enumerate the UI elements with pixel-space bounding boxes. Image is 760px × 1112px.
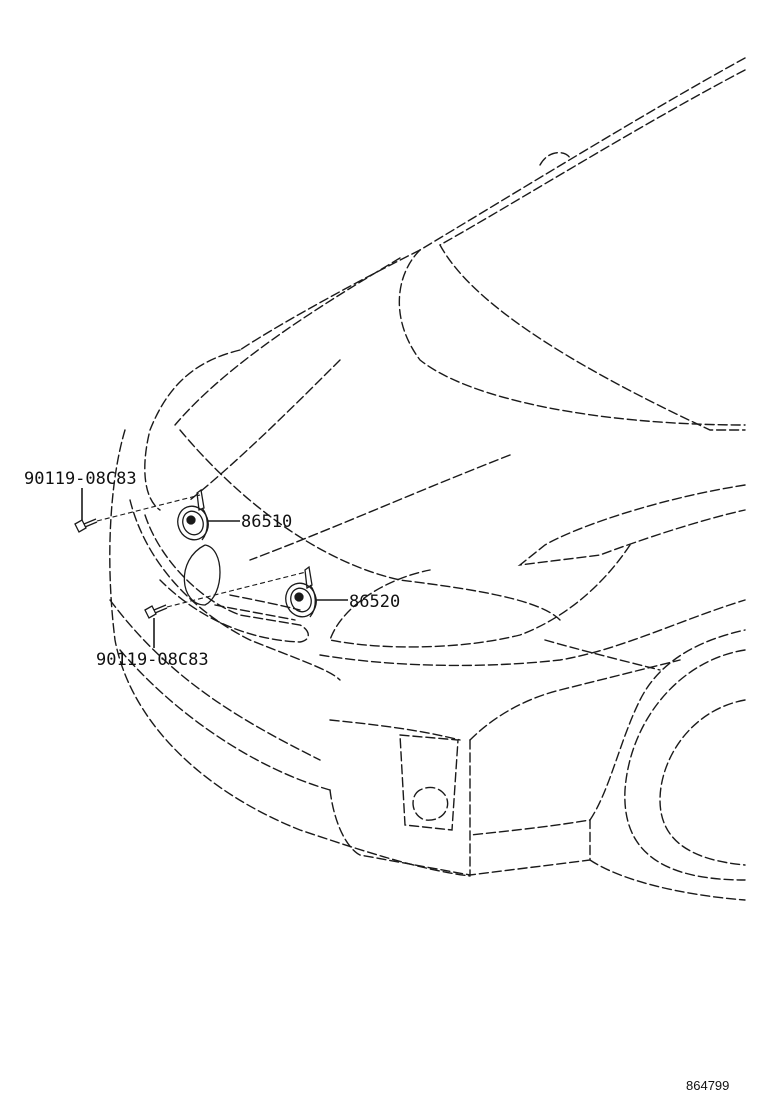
- callout-bolt-upper: 90119-08C83: [24, 469, 137, 489]
- horn-86510: [177, 488, 209, 541]
- alignment-lines: [96, 494, 307, 608]
- callout-bolt-lower: 90119-08C83: [96, 650, 209, 670]
- callout-horn-86510: 86510: [241, 512, 292, 532]
- leader-lines: [81, 488, 348, 648]
- callout-horn-86520: 86520: [349, 592, 400, 612]
- bolt-upper: [74, 518, 98, 533]
- bolt-lower: [144, 604, 168, 619]
- figure-reference-number: 864799: [686, 1078, 729, 1093]
- horn-86520: [285, 565, 317, 618]
- vehicle-body-outline: [109, 57, 746, 901]
